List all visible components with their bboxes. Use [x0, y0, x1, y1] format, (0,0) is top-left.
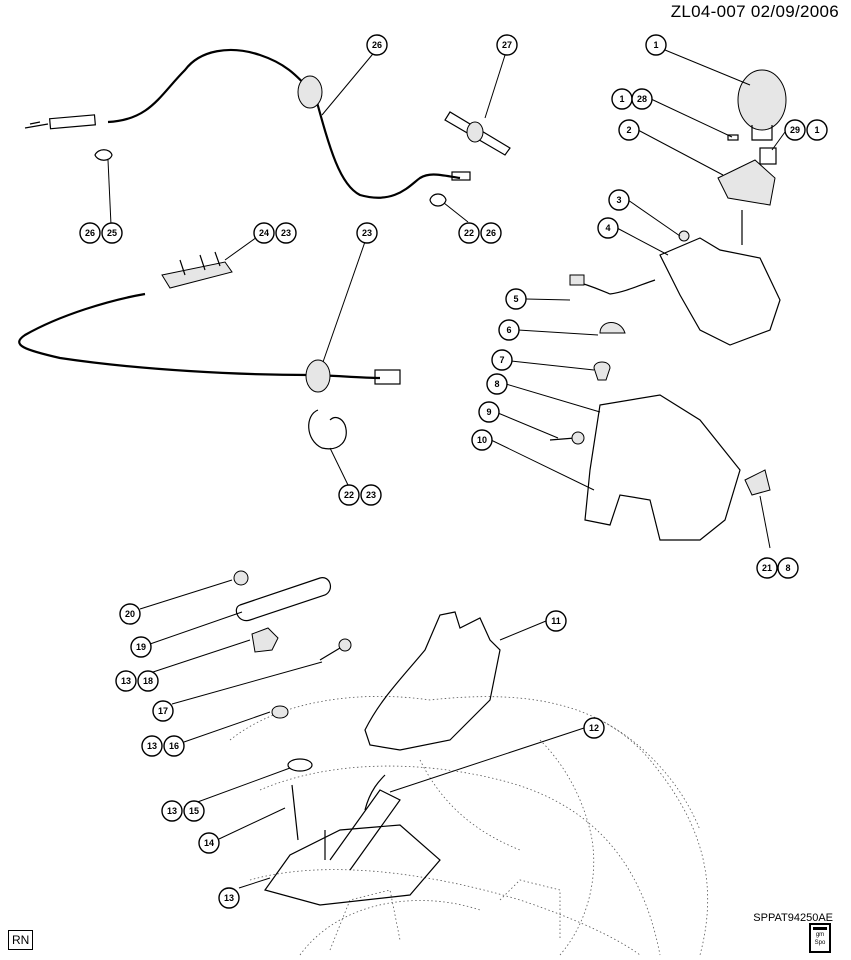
shifter-assembly	[549, 69, 787, 541]
svg-text:18: 18	[143, 676, 153, 686]
callout-25: 25	[101, 222, 123, 244]
callout-11: 11	[545, 610, 567, 632]
callout-5: 5	[505, 288, 527, 310]
drawing-code: SPPAT94250AE	[753, 912, 833, 924]
callout-4: 4	[597, 217, 619, 239]
svg-text:23: 23	[366, 490, 376, 500]
callout-22a: 22	[458, 222, 480, 244]
callout-12: 12	[583, 717, 605, 739]
callout-27: 27	[496, 34, 518, 56]
svg-text:22: 22	[344, 490, 354, 500]
svg-text:6: 6	[506, 325, 511, 335]
svg-text:13: 13	[147, 741, 157, 751]
svg-text:28: 28	[637, 94, 647, 104]
callout-17: 17	[152, 700, 174, 722]
svg-text:1: 1	[814, 125, 819, 135]
svg-text:7: 7	[499, 355, 504, 365]
svg-text:20: 20	[125, 609, 135, 619]
callout-3: 3	[608, 189, 630, 211]
svg-text:10: 10	[477, 435, 487, 445]
svg-text:16: 16	[169, 741, 179, 751]
svg-text:9: 9	[486, 407, 491, 417]
svg-text:1: 1	[619, 94, 624, 104]
transmission-outline	[229, 696, 709, 956]
svg-text:12: 12	[589, 723, 599, 733]
svg-text:8: 8	[494, 379, 499, 389]
callout-15: 15	[183, 800, 205, 822]
gm-spo-logo: gm Spo	[809, 923, 831, 953]
callout-21: 21	[756, 557, 778, 579]
callout-18: 18	[137, 670, 159, 692]
callout-2: 2	[618, 119, 640, 141]
svg-text:4: 4	[605, 223, 610, 233]
callout-13d: 13	[218, 887, 240, 909]
svg-text:26: 26	[486, 228, 496, 238]
svg-text:15: 15	[189, 806, 199, 816]
item-27-pin	[444, 111, 511, 156]
logo-top-text: gm	[815, 932, 825, 938]
callout-23c: 23	[360, 484, 382, 506]
callout-23a: 23	[275, 222, 297, 244]
callout-22b: 22	[338, 484, 360, 506]
logo-bottom-text: Spo	[814, 940, 826, 946]
callout-13c: 13	[161, 800, 183, 822]
callout-1a: 1	[645, 34, 667, 56]
svg-text:13: 13	[224, 893, 234, 903]
svg-text:23: 23	[362, 228, 372, 238]
svg-text:25: 25	[107, 228, 117, 238]
shift-cable-lower	[18, 292, 401, 450]
svg-text:11: 11	[551, 616, 561, 626]
svg-text:23: 23	[281, 228, 291, 238]
svg-text:17: 17	[158, 706, 168, 716]
callout-10: 10	[471, 429, 493, 451]
callout-19: 19	[130, 636, 152, 658]
svg-text:19: 19	[136, 642, 146, 652]
callout-1c: 1	[806, 119, 828, 141]
callout-23b: 23	[356, 222, 378, 244]
svg-text:21: 21	[762, 563, 772, 573]
rn-label: RN	[8, 930, 34, 950]
callout-9: 9	[478, 401, 500, 423]
callout-26c: 26	[480, 222, 502, 244]
svg-text:24: 24	[259, 228, 269, 238]
callout-13b: 13	[141, 735, 163, 757]
callout-26b: 26	[79, 222, 101, 244]
svg-text:1: 1	[653, 40, 658, 50]
shift-cable-upper	[24, 48, 471, 207]
svg-text:2: 2	[626, 125, 631, 135]
svg-text:13: 13	[121, 676, 131, 686]
svg-text:8: 8	[785, 563, 790, 573]
callout-28: 28	[631, 88, 653, 110]
svg-text:26: 26	[372, 40, 382, 50]
svg-text:27: 27	[502, 40, 512, 50]
svg-text:26: 26	[85, 228, 95, 238]
callout-20: 20	[119, 603, 141, 625]
callout-8: 8	[486, 373, 508, 395]
leader-lines	[107, 48, 786, 889]
callout-6: 6	[498, 319, 520, 341]
lower-linkage	[233, 570, 501, 906]
svg-text:13: 13	[167, 806, 177, 816]
callout-8b: 8	[777, 557, 799, 579]
callout-13a: 13	[115, 670, 137, 692]
callout-1b: 1	[611, 88, 633, 110]
callout-26a: 26	[366, 34, 388, 56]
svg-text:22: 22	[464, 228, 474, 238]
callout-14: 14	[198, 832, 220, 854]
callout-7: 7	[491, 349, 513, 371]
diagram-reference: ZL04-007 02/09/2006	[670, 2, 839, 21]
callout-16: 16	[163, 735, 185, 757]
callout-29: 29	[784, 119, 806, 141]
svg-text:5: 5	[513, 294, 518, 304]
item-24-bracket	[161, 251, 233, 289]
svg-text:14: 14	[204, 838, 214, 848]
svg-text:3: 3	[616, 195, 621, 205]
callout-24: 24	[253, 222, 275, 244]
svg-text:29: 29	[790, 125, 800, 135]
